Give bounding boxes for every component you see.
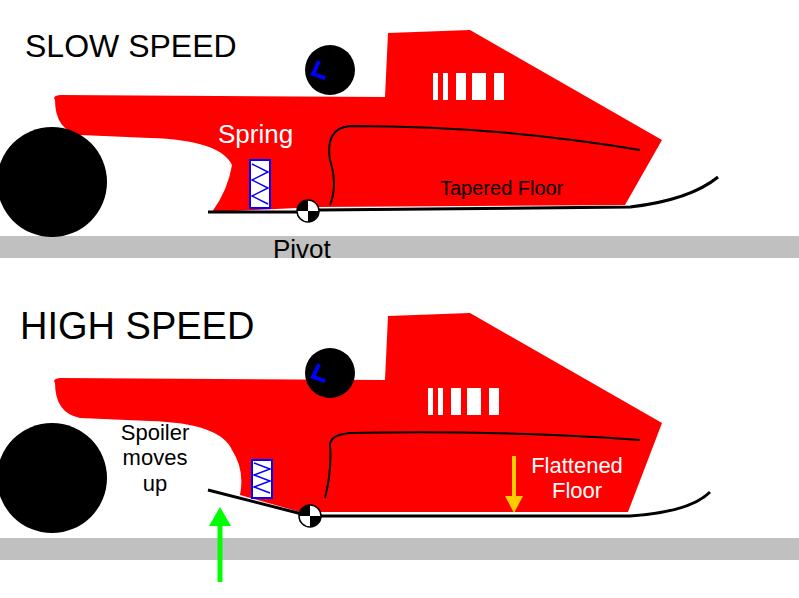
part-label: Spring [218,120,293,150]
helmet [305,348,355,398]
ground [0,236,799,258]
downforce-arrow [505,456,523,513]
ground [0,538,799,560]
visor [310,61,326,81]
spring-symbol [250,160,270,208]
helmet [305,45,355,95]
callout-label: Spoiler moves up [112,420,198,496]
part-label: Tapered Floor [440,177,563,200]
floor [208,490,710,516]
body-line [329,126,640,205]
pivot-symbol [297,200,319,222]
speed-heading: SLOW SPEED [25,28,237,65]
pivot-symbol [299,505,321,527]
engine-vents [428,388,499,415]
speed-heading: HIGH SPEED [20,305,254,349]
wheel [0,423,107,533]
engine-vents [433,73,504,100]
wheel [0,127,107,237]
visor [310,364,326,384]
spring-symbol [252,460,272,498]
part-label: Pivot [273,235,331,265]
lift-arrow [209,507,231,582]
callout-label: Flattened Floor [520,453,634,504]
floor [208,177,718,212]
